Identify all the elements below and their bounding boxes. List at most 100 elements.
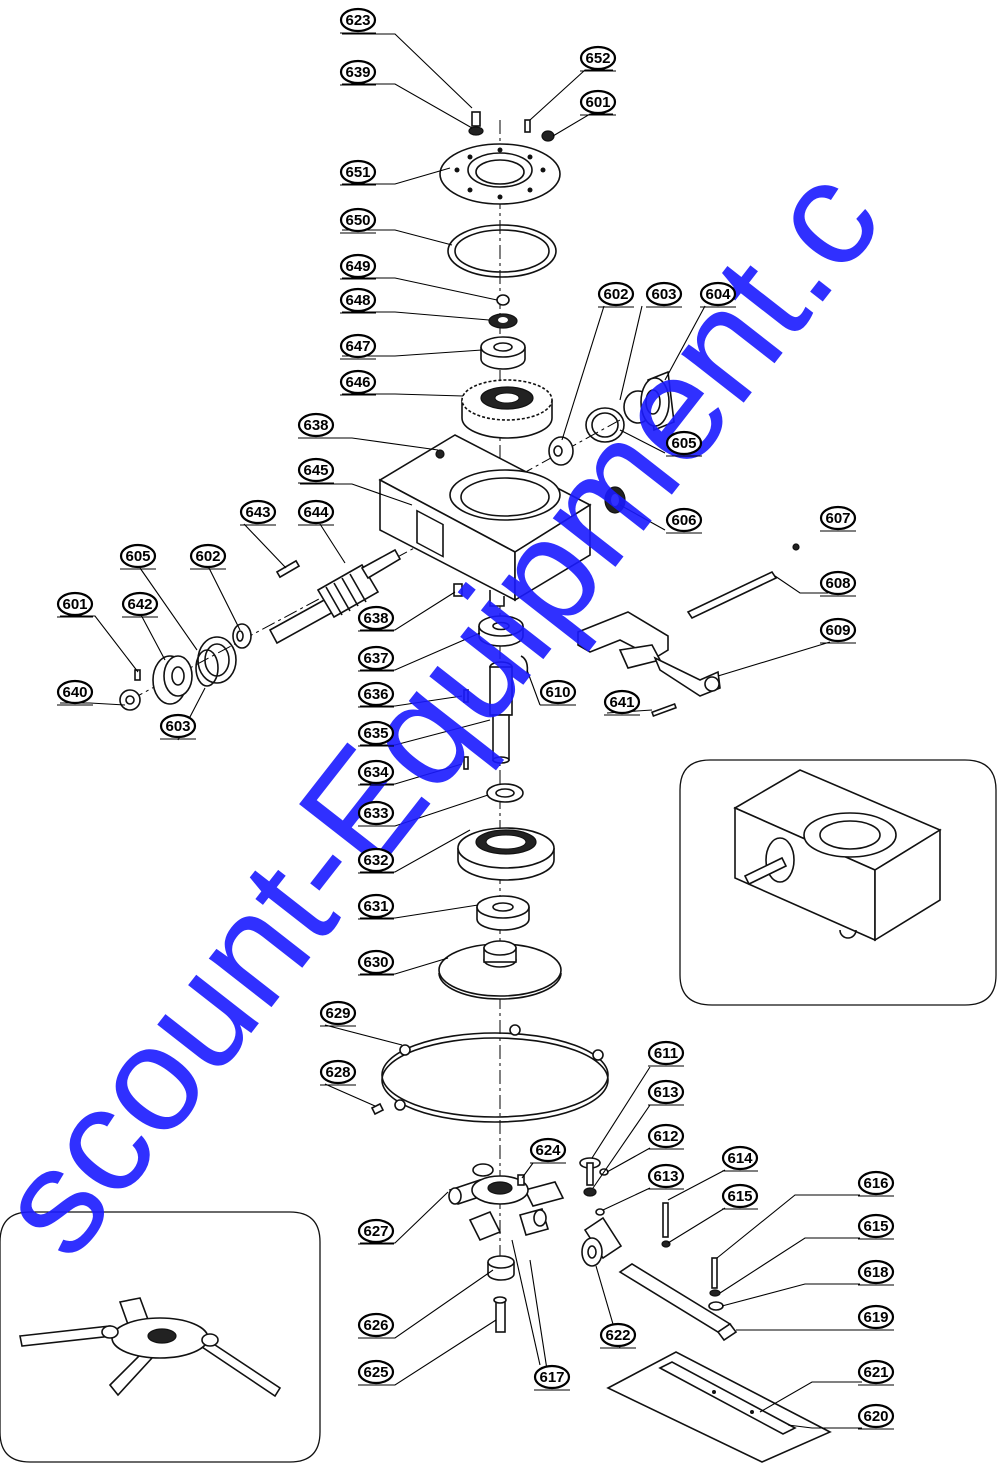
watermark-text: scount-Equipment.c (0, 137, 911, 1285)
callout-label: 602 (603, 286, 628, 303)
callout-bubble (56, 679, 94, 705)
callout-label: 623 (345, 12, 370, 29)
callout-bubble (857, 1213, 895, 1239)
callout-label: 605 (671, 435, 696, 452)
callout-605a: 605 (665, 430, 703, 457)
callout-603b: 603 (159, 713, 197, 740)
rotor-hub-627 (448, 1163, 565, 1242)
callout-601b: 601 (56, 591, 94, 618)
callout-bubble (339, 7, 377, 33)
callout-label: 651 (345, 164, 370, 181)
callout-label: 612 (653, 1128, 678, 1145)
blade-621 (606, 1351, 832, 1463)
plug-601-left (134, 669, 141, 681)
callout-label: 604 (705, 286, 731, 303)
callout-label: 629 (325, 1005, 350, 1022)
callout-644: 644 (297, 499, 335, 526)
callout-615b: 615 (857, 1213, 895, 1240)
callout-bubble (159, 713, 197, 739)
callout-bubble (819, 570, 857, 596)
sleeve-622 (581, 1216, 623, 1267)
arm-619 (618, 1263, 738, 1342)
callout-603a: 603 (645, 281, 683, 308)
callout-bubble (597, 281, 635, 307)
callout-label: 605 (125, 548, 150, 565)
callout-bubble (297, 412, 335, 438)
callout-label: 641 (609, 694, 634, 711)
callout-bubble (357, 759, 395, 785)
callout-638a: 638 (297, 412, 335, 439)
callout-636: 636 (357, 681, 395, 708)
callout-bubble (357, 720, 395, 746)
callout-615a: 615 (721, 1183, 759, 1210)
callout-bubble (357, 1218, 395, 1244)
callout-label: 644 (303, 504, 329, 521)
callout-645: 645 (297, 457, 335, 484)
pin-611 (579, 1157, 601, 1186)
callout-label: 650 (345, 212, 370, 229)
callout-bubble (533, 1364, 571, 1390)
callout-606: 606 (665, 507, 703, 534)
callout-624: 624 (529, 1137, 567, 1164)
gasket-650 (447, 224, 557, 278)
callout-label: 621 (863, 1364, 888, 1381)
bolt-616 (711, 1257, 718, 1289)
callout-647: 647 (339, 333, 377, 360)
callout-618: 618 (857, 1259, 895, 1286)
inset-assembled-gearbox (679, 759, 997, 1006)
callout-bubble (603, 689, 641, 715)
callout-label: 615 (863, 1218, 888, 1235)
callout-638b: 638 (357, 605, 395, 632)
callout-602b: 602 (189, 543, 227, 570)
end-cover-642 (152, 655, 193, 705)
callout-bubble (56, 591, 94, 617)
callout-bubble (529, 1137, 567, 1163)
pin-641 (651, 702, 677, 718)
callout-bubble (297, 499, 335, 525)
callout-bubble (189, 543, 227, 569)
callout-bubble (579, 45, 617, 71)
callout-bubble (647, 1123, 685, 1149)
bolt-625 (493, 1296, 507, 1333)
callout-627: 627 (357, 1218, 395, 1245)
callout-bubble (819, 505, 857, 531)
callout-bubble (339, 287, 377, 313)
callout-label: 648 (345, 292, 370, 309)
guard-ring-629 (381, 1024, 609, 1123)
callout-bubble (645, 281, 683, 307)
callout-bubble (119, 543, 157, 569)
callout-label: 638 (303, 417, 328, 434)
callout-bubble (857, 1403, 895, 1429)
callout-bubble (647, 1079, 685, 1105)
callout-608: 608 (819, 570, 857, 597)
callout-626: 626 (357, 1312, 395, 1339)
callout-625: 625 (357, 1359, 395, 1386)
bolt-628 (370, 1102, 385, 1116)
callout-bubble (297, 457, 335, 483)
callout-652: 652 (579, 45, 617, 72)
callout-label: 601 (62, 596, 87, 613)
bearing-housing-632 (457, 827, 555, 881)
callout-bubble (357, 847, 395, 873)
callout-640: 640 (56, 679, 94, 706)
callout-label: 613 (653, 1168, 678, 1185)
callout-bubble (665, 507, 703, 533)
nut-618 (708, 1301, 724, 1311)
callout-label: 618 (863, 1264, 888, 1281)
part-607 (792, 543, 800, 551)
callout-629: 629 (319, 1000, 357, 1027)
callout-bubble (339, 159, 377, 185)
oring-603-left (195, 649, 219, 687)
callout-bubble (357, 1312, 395, 1338)
seal-640 (119, 689, 141, 711)
callout-label: 646 (345, 374, 370, 391)
callout-605b: 605 (119, 543, 157, 570)
output-shaft-635 (489, 661, 513, 764)
callout-label: 603 (165, 718, 190, 735)
callout-635: 635 (357, 720, 395, 747)
callout-bubble (539, 679, 577, 705)
rod-608 (686, 570, 778, 620)
callout-634: 634 (357, 759, 395, 786)
callout-633: 633 (357, 800, 395, 827)
